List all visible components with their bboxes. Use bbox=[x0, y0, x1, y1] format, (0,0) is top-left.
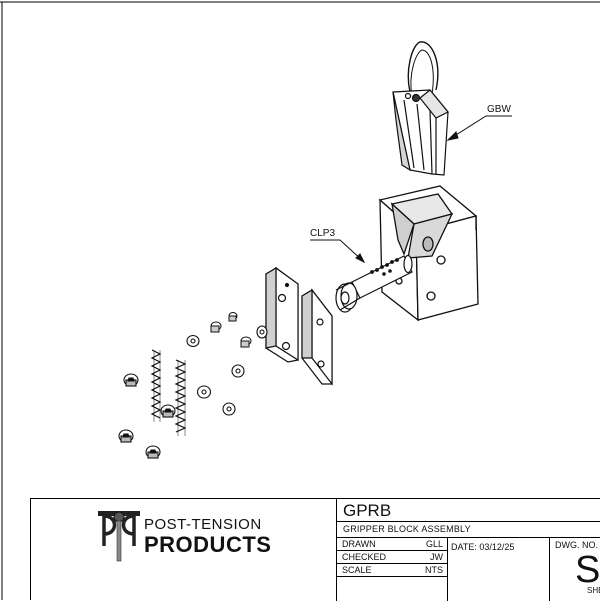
cap-screws bbox=[118, 373, 176, 459]
sheet-label: SHE bbox=[587, 586, 600, 595]
divider bbox=[337, 537, 600, 538]
part-description: GRIPPER BLOCK ASSEMBLY bbox=[343, 524, 471, 534]
gbw-wedge bbox=[392, 41, 449, 176]
drawn-row: DRAWN GLL bbox=[337, 537, 447, 551]
gbw-leader bbox=[446, 115, 512, 141]
dwg-no-label: DWG. NO. bbox=[555, 540, 598, 550]
divider bbox=[337, 576, 447, 577]
small-screws bbox=[210, 312, 252, 348]
gripper-block-body bbox=[378, 185, 479, 322]
callout-clp3: CLP3 bbox=[310, 228, 335, 239]
scale-row: SCALE NTS bbox=[337, 563, 447, 577]
drawing-date: DATE: 03/12/25 bbox=[451, 542, 515, 552]
divider bbox=[337, 521, 600, 522]
checked-value: JW bbox=[430, 552, 443, 562]
washers bbox=[186, 325, 268, 416]
drawing-size-letter: S bbox=[575, 549, 600, 591]
company-name-line2: PRODUCTS bbox=[144, 532, 272, 557]
drawn-value: GLL bbox=[425, 539, 443, 549]
springs bbox=[150, 349, 187, 436]
pt-logo-icon bbox=[98, 511, 140, 562]
clp3-leader bbox=[310, 239, 366, 264]
checked-row: CHECKED JW bbox=[337, 550, 447, 564]
clp3-pin bbox=[335, 254, 413, 313]
divider bbox=[447, 537, 448, 601]
callout-gbw: GBW bbox=[487, 104, 511, 115]
side-plate-front bbox=[301, 288, 333, 386]
scale-value: NTS bbox=[425, 565, 443, 575]
divider bbox=[549, 537, 550, 601]
company-logo-cell: POST-TENSION PRODUCTS bbox=[31, 499, 337, 601]
side-plate-rear bbox=[265, 266, 299, 363]
checked-label: CHECKED bbox=[342, 552, 387, 562]
part-number: GPRB bbox=[343, 501, 392, 520]
company-name-line1: POST-TENSION bbox=[144, 516, 262, 533]
scale-label: SCALE bbox=[342, 565, 372, 575]
title-block: POST-TENSION PRODUCTS GPRB GRIPPER BLOCK… bbox=[30, 498, 600, 601]
drawn-label: DRAWN bbox=[342, 539, 376, 549]
